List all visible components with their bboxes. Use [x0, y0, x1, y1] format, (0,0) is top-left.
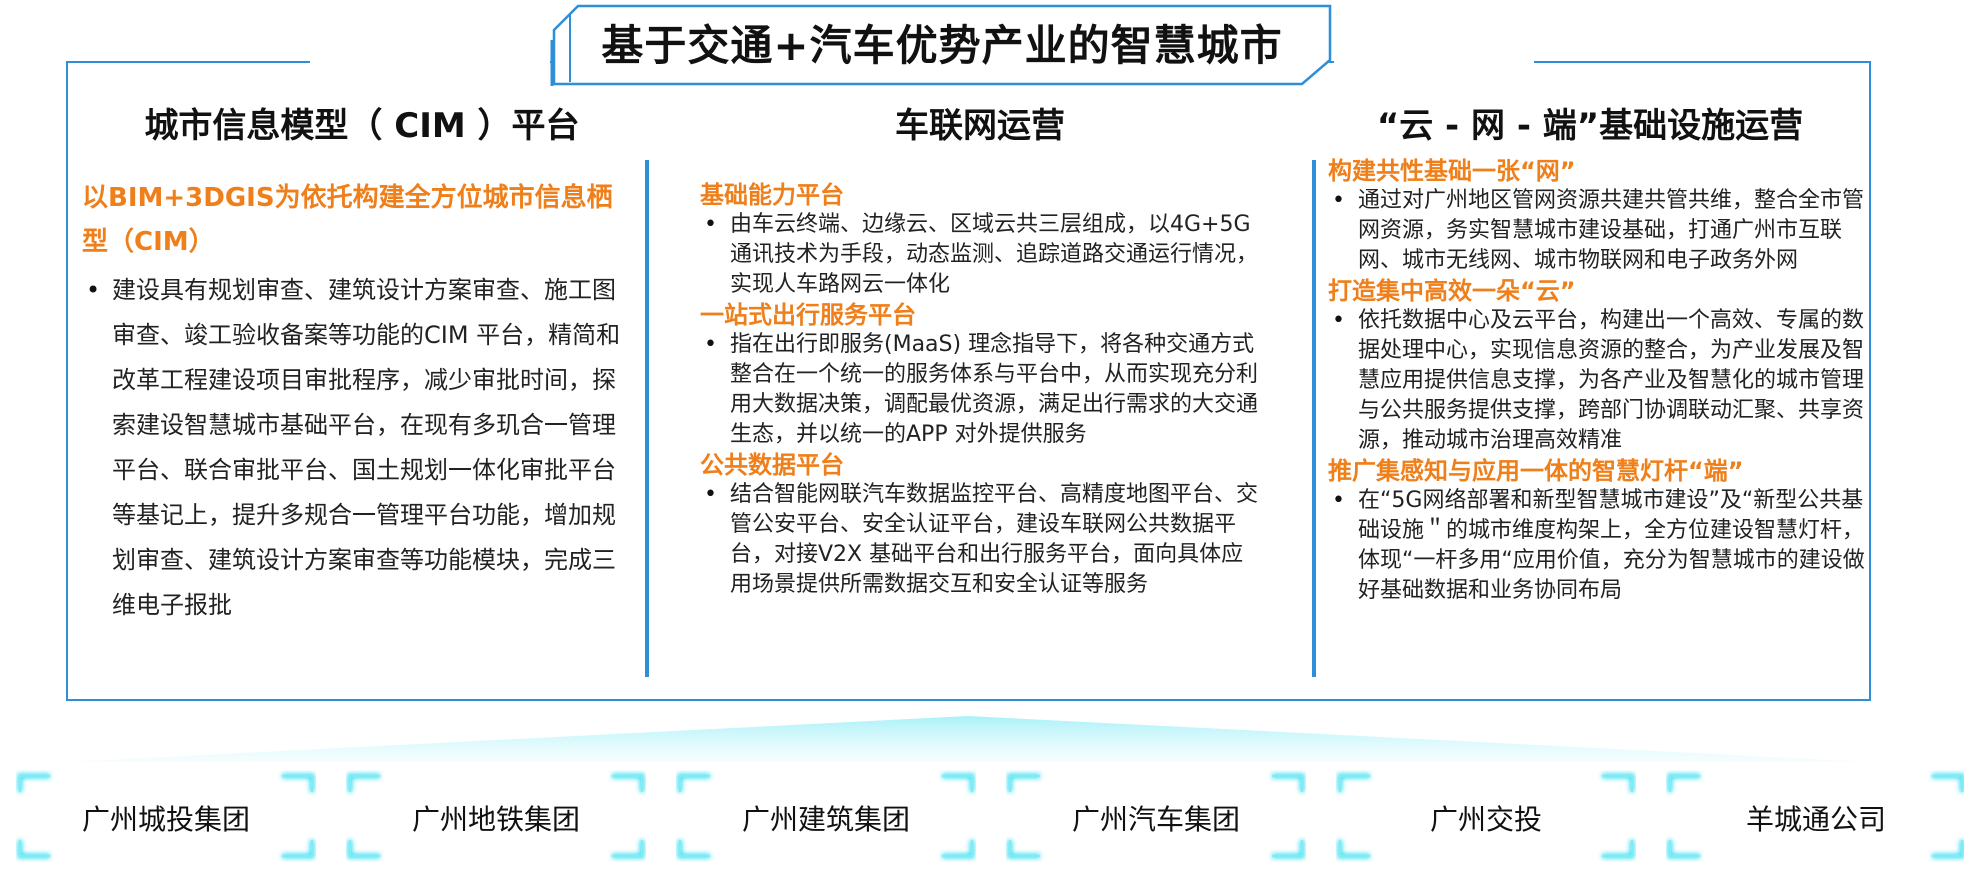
company-box: 广州汽车集团	[1006, 770, 1306, 862]
company-box: 广州建筑集团	[676, 770, 976, 862]
bullet-text: 在“5G网络部署和新型智慧城市建设”及“新型公共基础设施＂的城市维度构架上，全方…	[1328, 486, 1868, 606]
company-label: 广州地铁集团	[411, 803, 580, 836]
bullet-text: 依托数据中心及云平台，构建出一个高效、专属的数据处理中心，实现信息资源的整合，为…	[1328, 306, 1868, 456]
bullet-text: 建设具有规划审查、建筑设计方案审查、施工图审查、竣工验收备案等功能的CIM 平台…	[82, 268, 622, 628]
title-banner: 基于交通+汽车优势产业的智慧城市	[550, 2, 1334, 86]
company-label: 羊城通公司	[1745, 803, 1886, 836]
column-cim: 以BIM+3DGIS为依托构建全方位城市信息栖型（CIM） 建设具有规划审查、建…	[82, 176, 622, 628]
column-divider-1	[645, 160, 649, 677]
column-divider-2	[1312, 160, 1316, 677]
section-title: 推广集感知与应用一体的智慧灯杆“端”	[1328, 457, 1744, 485]
frame-gap-left	[310, 58, 550, 66]
bullet-text: 由车云终端、边缘云、区域云共三层组成，以4G+5G通讯技术为手段，动态监测、追踪…	[700, 210, 1260, 300]
section-title: 构建共性基础一张“网”	[1328, 157, 1576, 185]
company-box: 羊城通公司	[1666, 770, 1964, 862]
company-box: 广州交投	[1336, 770, 1636, 862]
column-heading-iov: 车联网运营	[895, 106, 1065, 146]
section-title: 以BIM+3DGIS为依托构建全方位城市信息栖型（CIM）	[82, 183, 613, 257]
column-infra: 构建共性基础一张“网” 通过对广州地区管网资源共建共管共维，整合全市管网资源，务…	[1328, 156, 1868, 606]
page-title: 基于交通+汽车优势产业的智慧城市	[601, 21, 1283, 70]
company-box: 广州城投集团	[16, 770, 316, 862]
company-label: 广州汽车集团	[1071, 803, 1240, 836]
section-title: 打造集中高效一朵“云”	[1328, 277, 1576, 305]
bullet-text: 指在出行即服务(MaaS) 理念指导下，将各种交通方式整合在一个统一的服务体系与…	[700, 330, 1260, 450]
company-label: 广州建筑集团	[741, 803, 910, 836]
column-heading-cim: 城市信息模型（ CIM ）平台	[144, 106, 580, 146]
company-box: 广州地铁集团	[346, 770, 646, 862]
section-title: 基础能力平台	[700, 181, 844, 209]
column-iov: 基础能力平台 由车云终端、边缘云、区域云共三层组成，以4G+5G通讯技术为手段，…	[700, 180, 1260, 600]
section-title: 一站式出行服务平台	[700, 301, 916, 329]
column-heading-infra: “云 - 网 - 端”基础设施运营	[1376, 106, 1804, 146]
glow-band	[66, 716, 1871, 762]
company-label: 广州城投集团	[81, 803, 250, 836]
frame-gap-right	[1334, 58, 1534, 66]
section-title: 公共数据平台	[700, 451, 844, 479]
company-label: 广州交投	[1429, 803, 1542, 836]
bullet-text: 结合智能网联汽车数据监控平台、高精度地图平台、交管公安平台、安全认证平台，建设车…	[700, 480, 1260, 600]
bullet-text: 通过对广州地区管网资源共建共管共维，整合全市管网资源，务实智慧城市建设基础，打通…	[1328, 186, 1868, 276]
